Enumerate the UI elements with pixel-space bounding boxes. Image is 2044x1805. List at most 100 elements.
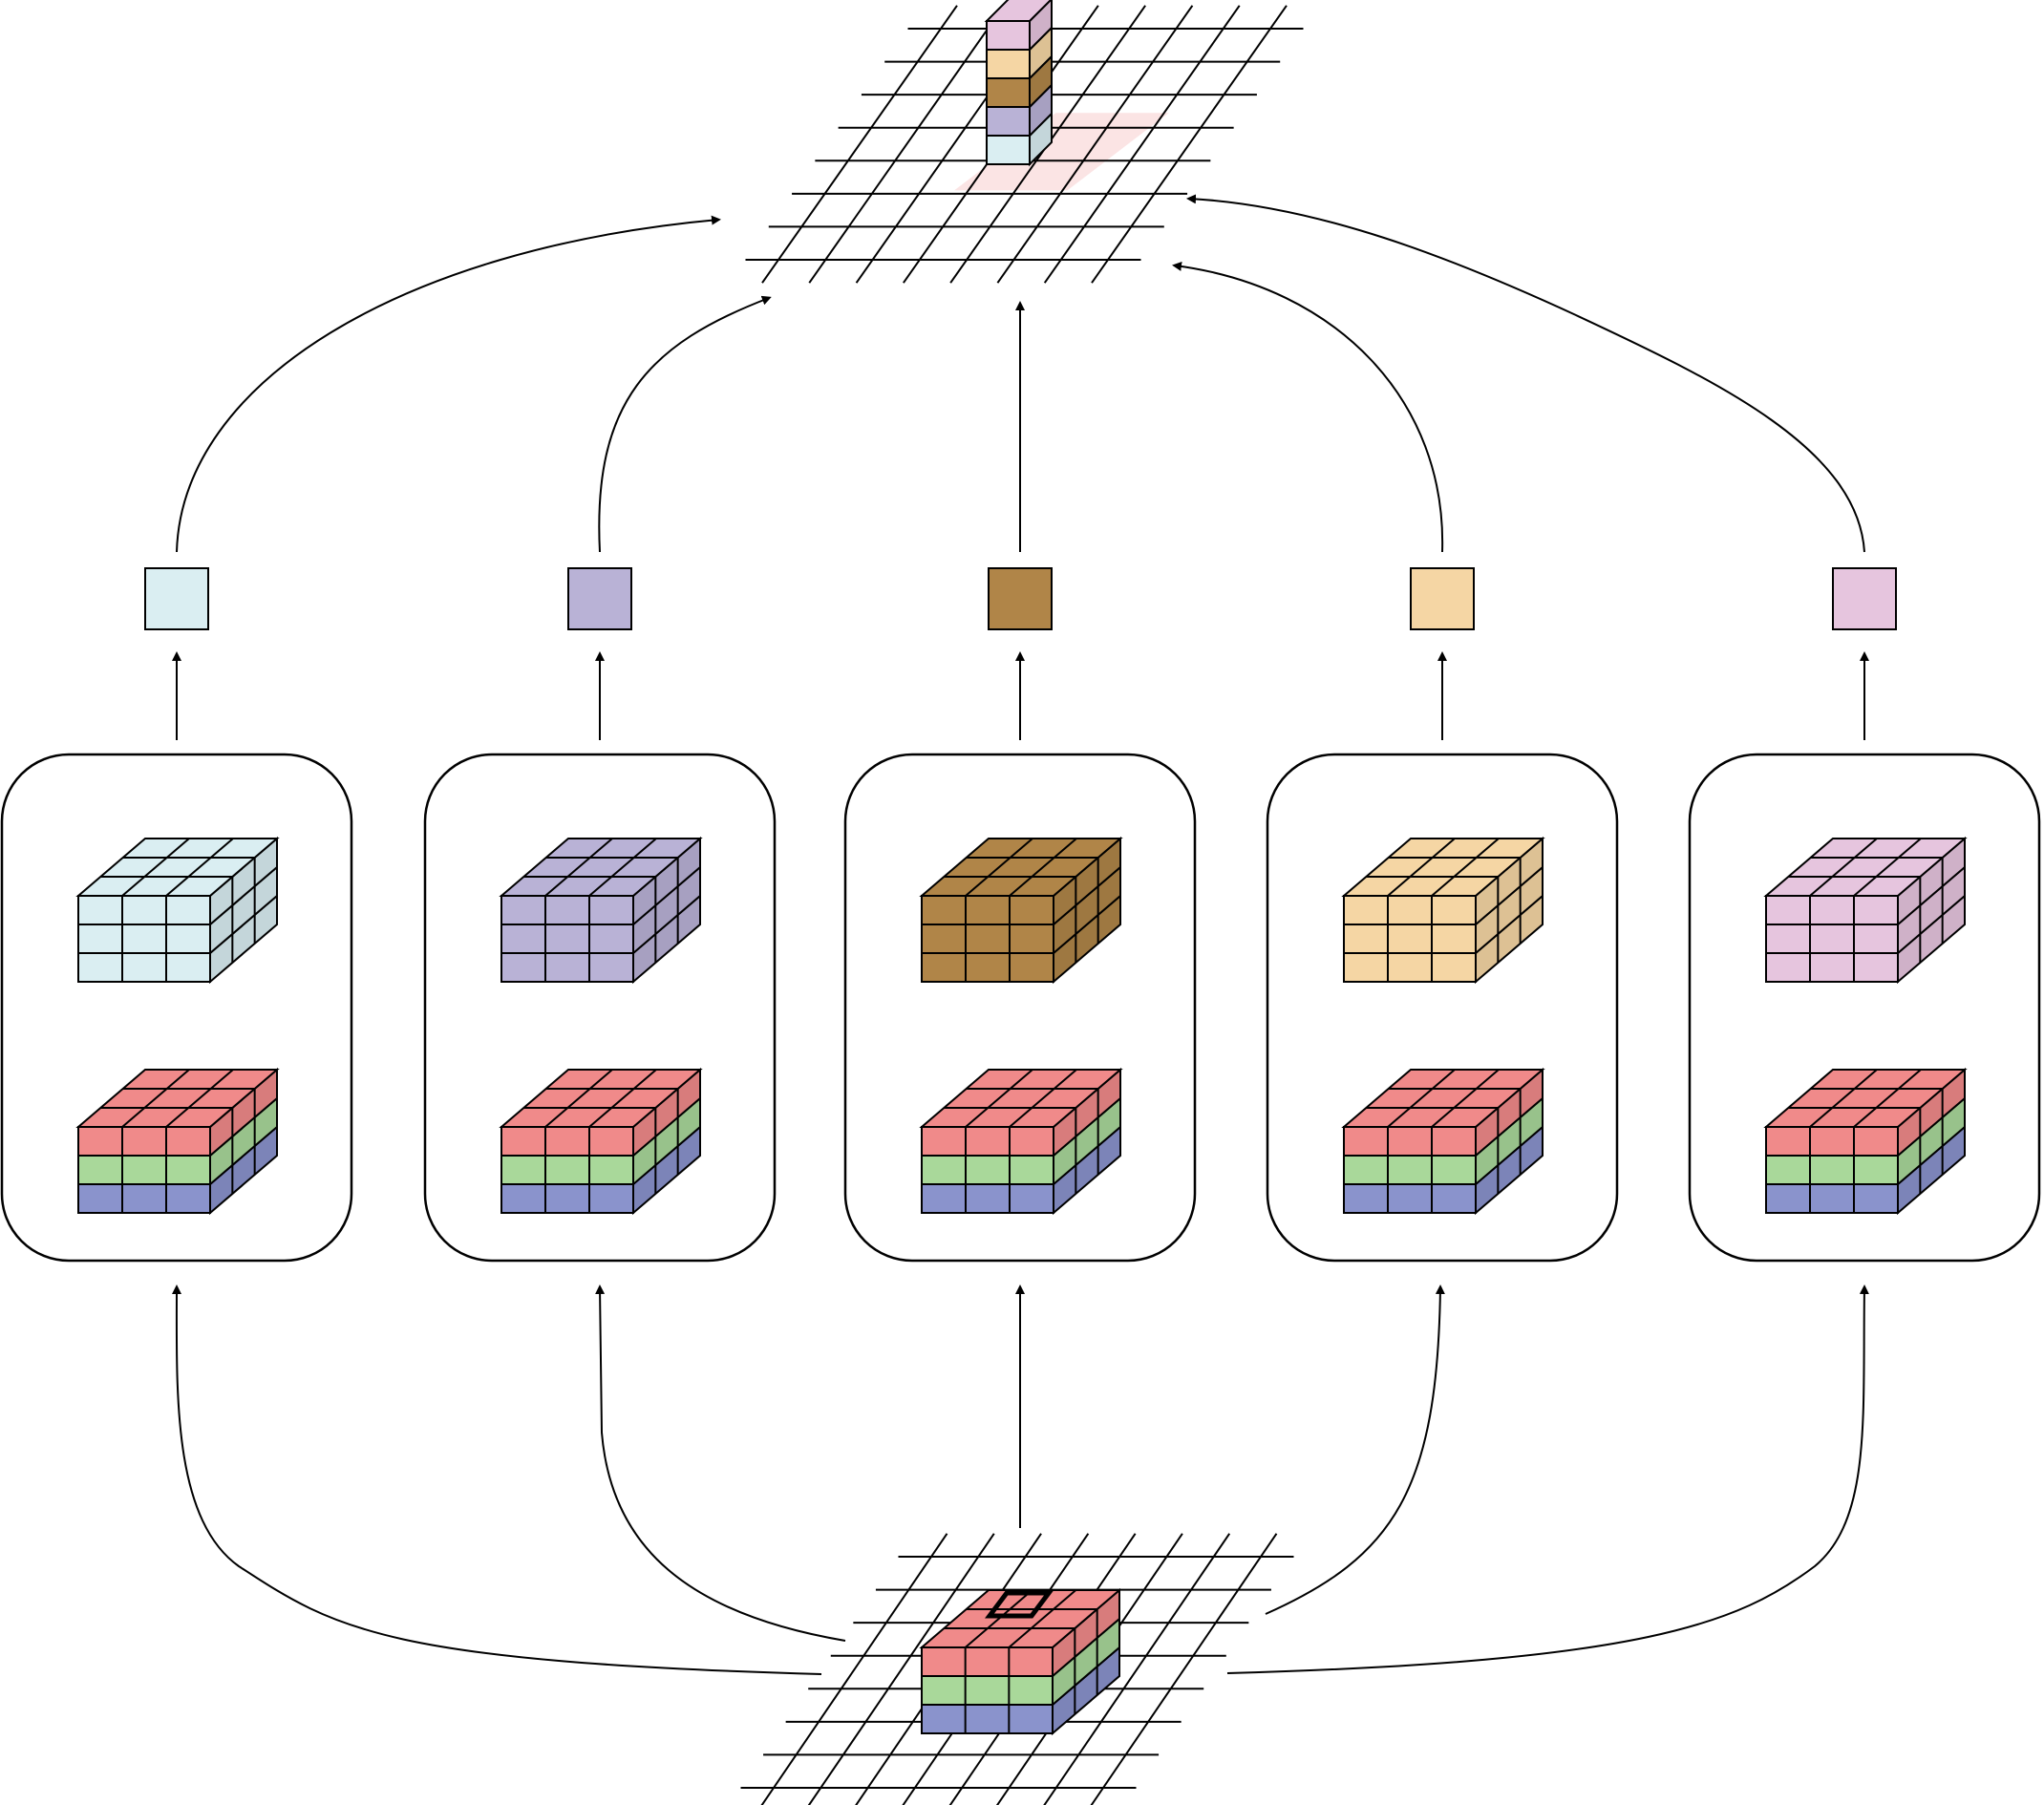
box-grid-line <box>1009 838 1077 897</box>
box-front-face <box>986 106 1031 137</box>
box-front-face <box>500 952 634 983</box>
box-front-face <box>986 49 1031 79</box>
filter-panel-4 <box>1266 567 1619 1263</box>
square-to-output-arrow-4 <box>1172 261 1444 553</box>
filter-output-square <box>1410 567 1475 630</box>
filter-panel-2 <box>423 567 777 1263</box>
box-front-face <box>921 1126 1054 1157</box>
box-grid-line <box>544 838 613 897</box>
output-highlight-region <box>954 113 1169 191</box>
filter-output-square <box>988 567 1053 630</box>
grid-col-line <box>761 5 958 284</box>
box-grid-line <box>965 1069 1033 1128</box>
input-to-panel-arrow-2 <box>595 1285 846 1642</box>
grid-col-line <box>1091 5 1288 284</box>
box-grid-line <box>1387 1069 1456 1128</box>
box-front-face <box>921 1704 1054 1734</box>
box-front-face <box>986 135 1031 165</box>
box-grid-line <box>1387 838 1456 897</box>
box-front-face <box>921 1646 1054 1677</box>
filter-panel-3 <box>843 567 1197 1263</box>
box-grid-line <box>1809 1069 1878 1128</box>
filter-panel-1 <box>0 567 353 1263</box>
box-grid-line <box>1009 1069 1077 1128</box>
box-grid-line <box>588 1069 657 1128</box>
box-front-face <box>986 20 1031 51</box>
box-front-face <box>1765 1155 1899 1185</box>
filter-input-patch-block <box>499 1067 703 1216</box>
box-front-face <box>500 1126 634 1157</box>
filter-panels <box>0 567 2041 1263</box>
box-front-face <box>500 895 634 925</box>
box-grid-line <box>165 838 234 897</box>
square-to-output-arrow-5 <box>1186 194 1865 553</box>
box-front-face <box>77 1183 211 1214</box>
box-front-face <box>1343 924 1477 954</box>
box-front-face <box>921 1183 1054 1214</box>
box-front-face <box>921 1155 1054 1185</box>
grid-col-line <box>1043 5 1241 284</box>
filter-output-square <box>1832 567 1897 630</box>
box-front-face <box>1765 895 1899 925</box>
box-front-face <box>500 1155 634 1185</box>
box-front-face <box>921 924 1054 954</box>
filter-input-patch-block <box>919 1067 1123 1216</box>
box-grid-line <box>1431 838 1500 897</box>
box-grid-line <box>165 1069 234 1128</box>
box-grid-line <box>965 1589 1033 1648</box>
arrows-group <box>171 194 1869 1675</box>
box-front-face <box>1343 895 1477 925</box>
box-front-face <box>77 1126 211 1157</box>
filter-weight-block <box>499 836 703 985</box>
selected-pixel-outline <box>985 1590 1054 1619</box>
input-receptive-patch <box>919 1587 1122 1736</box>
box-grid-line <box>965 838 1033 897</box>
filter-weight-block <box>1341 836 1545 985</box>
input-to-panel-arrow-5 <box>1226 1285 1869 1674</box>
output-pixel-column <box>984 0 1053 167</box>
box-grid-line <box>588 838 657 897</box>
grid-col-line <box>760 1533 948 1805</box>
input-to-panel-arrow-4 <box>1265 1285 1445 1615</box>
filter-panel-5 <box>1688 567 2041 1263</box>
box-grid-line <box>1431 1069 1500 1128</box>
box-top-face <box>984 0 1053 22</box>
box-grid-line <box>1853 1069 1922 1128</box>
box-grid-line <box>544 1069 613 1128</box>
box-front-face <box>1343 952 1477 983</box>
box-grid-line <box>1809 838 1878 897</box>
grid-col-line <box>1090 1533 1278 1805</box>
box-front-face <box>77 924 211 954</box>
box-front-face <box>77 952 211 983</box>
box-front-face <box>1765 952 1899 983</box>
box-front-face <box>500 924 634 954</box>
box-front-face <box>1343 1183 1477 1214</box>
grid-col-line <box>808 5 1006 284</box>
box-front-face <box>1765 924 1899 954</box>
filter-weight-block <box>919 836 1123 985</box>
box-front-face <box>921 1675 1054 1706</box>
grid-col-line <box>807 1533 995 1805</box>
box-front-face <box>1765 1183 1899 1214</box>
input-patch-box <box>919 1587 1122 1736</box>
filter-weight-block <box>75 836 280 985</box>
box-front-face <box>921 952 1054 983</box>
box-grid-line <box>121 1069 190 1128</box>
grid-col-line <box>1043 1533 1231 1805</box>
box-front-face <box>1765 1126 1899 1157</box>
filter-output-square <box>567 567 632 630</box>
square-to-output-arrow-1 <box>176 215 721 553</box>
filter-input-patch-block <box>1341 1067 1545 1216</box>
output-stacked-column <box>984 0 1053 167</box>
box-front-face <box>1343 1155 1477 1185</box>
box-grid-line <box>121 838 190 897</box>
box-grid-line <box>1853 838 1922 897</box>
box-front-face <box>986 77 1031 108</box>
filter-input-patch-block <box>1763 1067 1968 1216</box>
box-grid-line <box>1008 1589 1076 1648</box>
box-front-face <box>1343 1126 1477 1157</box>
filter-weight-block <box>1763 836 1968 985</box>
box-front-face <box>77 895 211 925</box>
filter-output-square <box>144 567 209 630</box>
